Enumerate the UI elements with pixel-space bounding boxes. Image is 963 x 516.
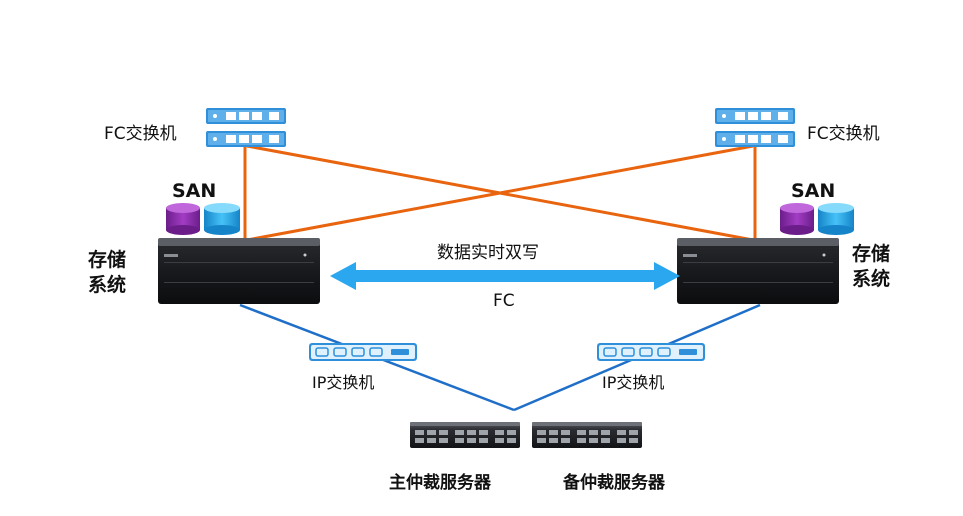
fc-switch-right-bottom — [715, 131, 795, 147]
replication-double-arrow-icon — [330, 262, 680, 290]
fc-switch-left-top — [206, 108, 286, 124]
ip-switch-left-icon — [309, 343, 417, 361]
dual-write-label: 数据实时双写 — [437, 243, 539, 263]
san-disk-purple-right-icon — [780, 203, 814, 235]
san-disk-purple-left-icon — [166, 203, 200, 235]
storage-right-label-line1: 存储 — [852, 243, 891, 265]
primary-arbiter-server-icon — [410, 422, 520, 448]
primary-arbiter-label: 主仲裁服务器 — [389, 473, 491, 493]
storage-left-label-line2: 系统 — [88, 274, 127, 296]
fc-switch-left-label: FC交换机 — [104, 124, 177, 144]
fc-link-right-switch-to-left-storage — [246, 144, 754, 242]
ip-switch-right-label: IP交换机 — [602, 373, 665, 392]
storage-left-label-line1: 存储 — [88, 249, 127, 271]
storage-left-label: 存储 系统 — [88, 248, 126, 298]
ip-switch-left-label: IP交换机 — [312, 373, 375, 392]
fc-switch-left-bottom — [206, 131, 286, 147]
backup-arbiter-server-icon — [532, 422, 642, 448]
san-disk-cyan-left-icon — [204, 203, 240, 235]
storage-array-right-icon — [677, 238, 839, 304]
storage-right-label: 存储 系统 — [852, 242, 890, 292]
storage-array-left-icon — [158, 238, 320, 304]
fc-switch-right-top — [715, 108, 795, 124]
san-left-label: SAN — [172, 180, 217, 202]
fc-switch-right-label: FC交换机 — [807, 124, 880, 144]
san-right-label: SAN — [791, 180, 836, 202]
backup-arbiter-label: 备仲裁服务器 — [563, 473, 665, 493]
fc-link-label: FC — [493, 291, 515, 311]
fc-links — [243, 144, 757, 242]
storage-right-label-line2: 系统 — [852, 268, 891, 290]
san-disk-cyan-right-icon — [818, 203, 854, 235]
ip-switch-right-icon — [597, 343, 705, 361]
